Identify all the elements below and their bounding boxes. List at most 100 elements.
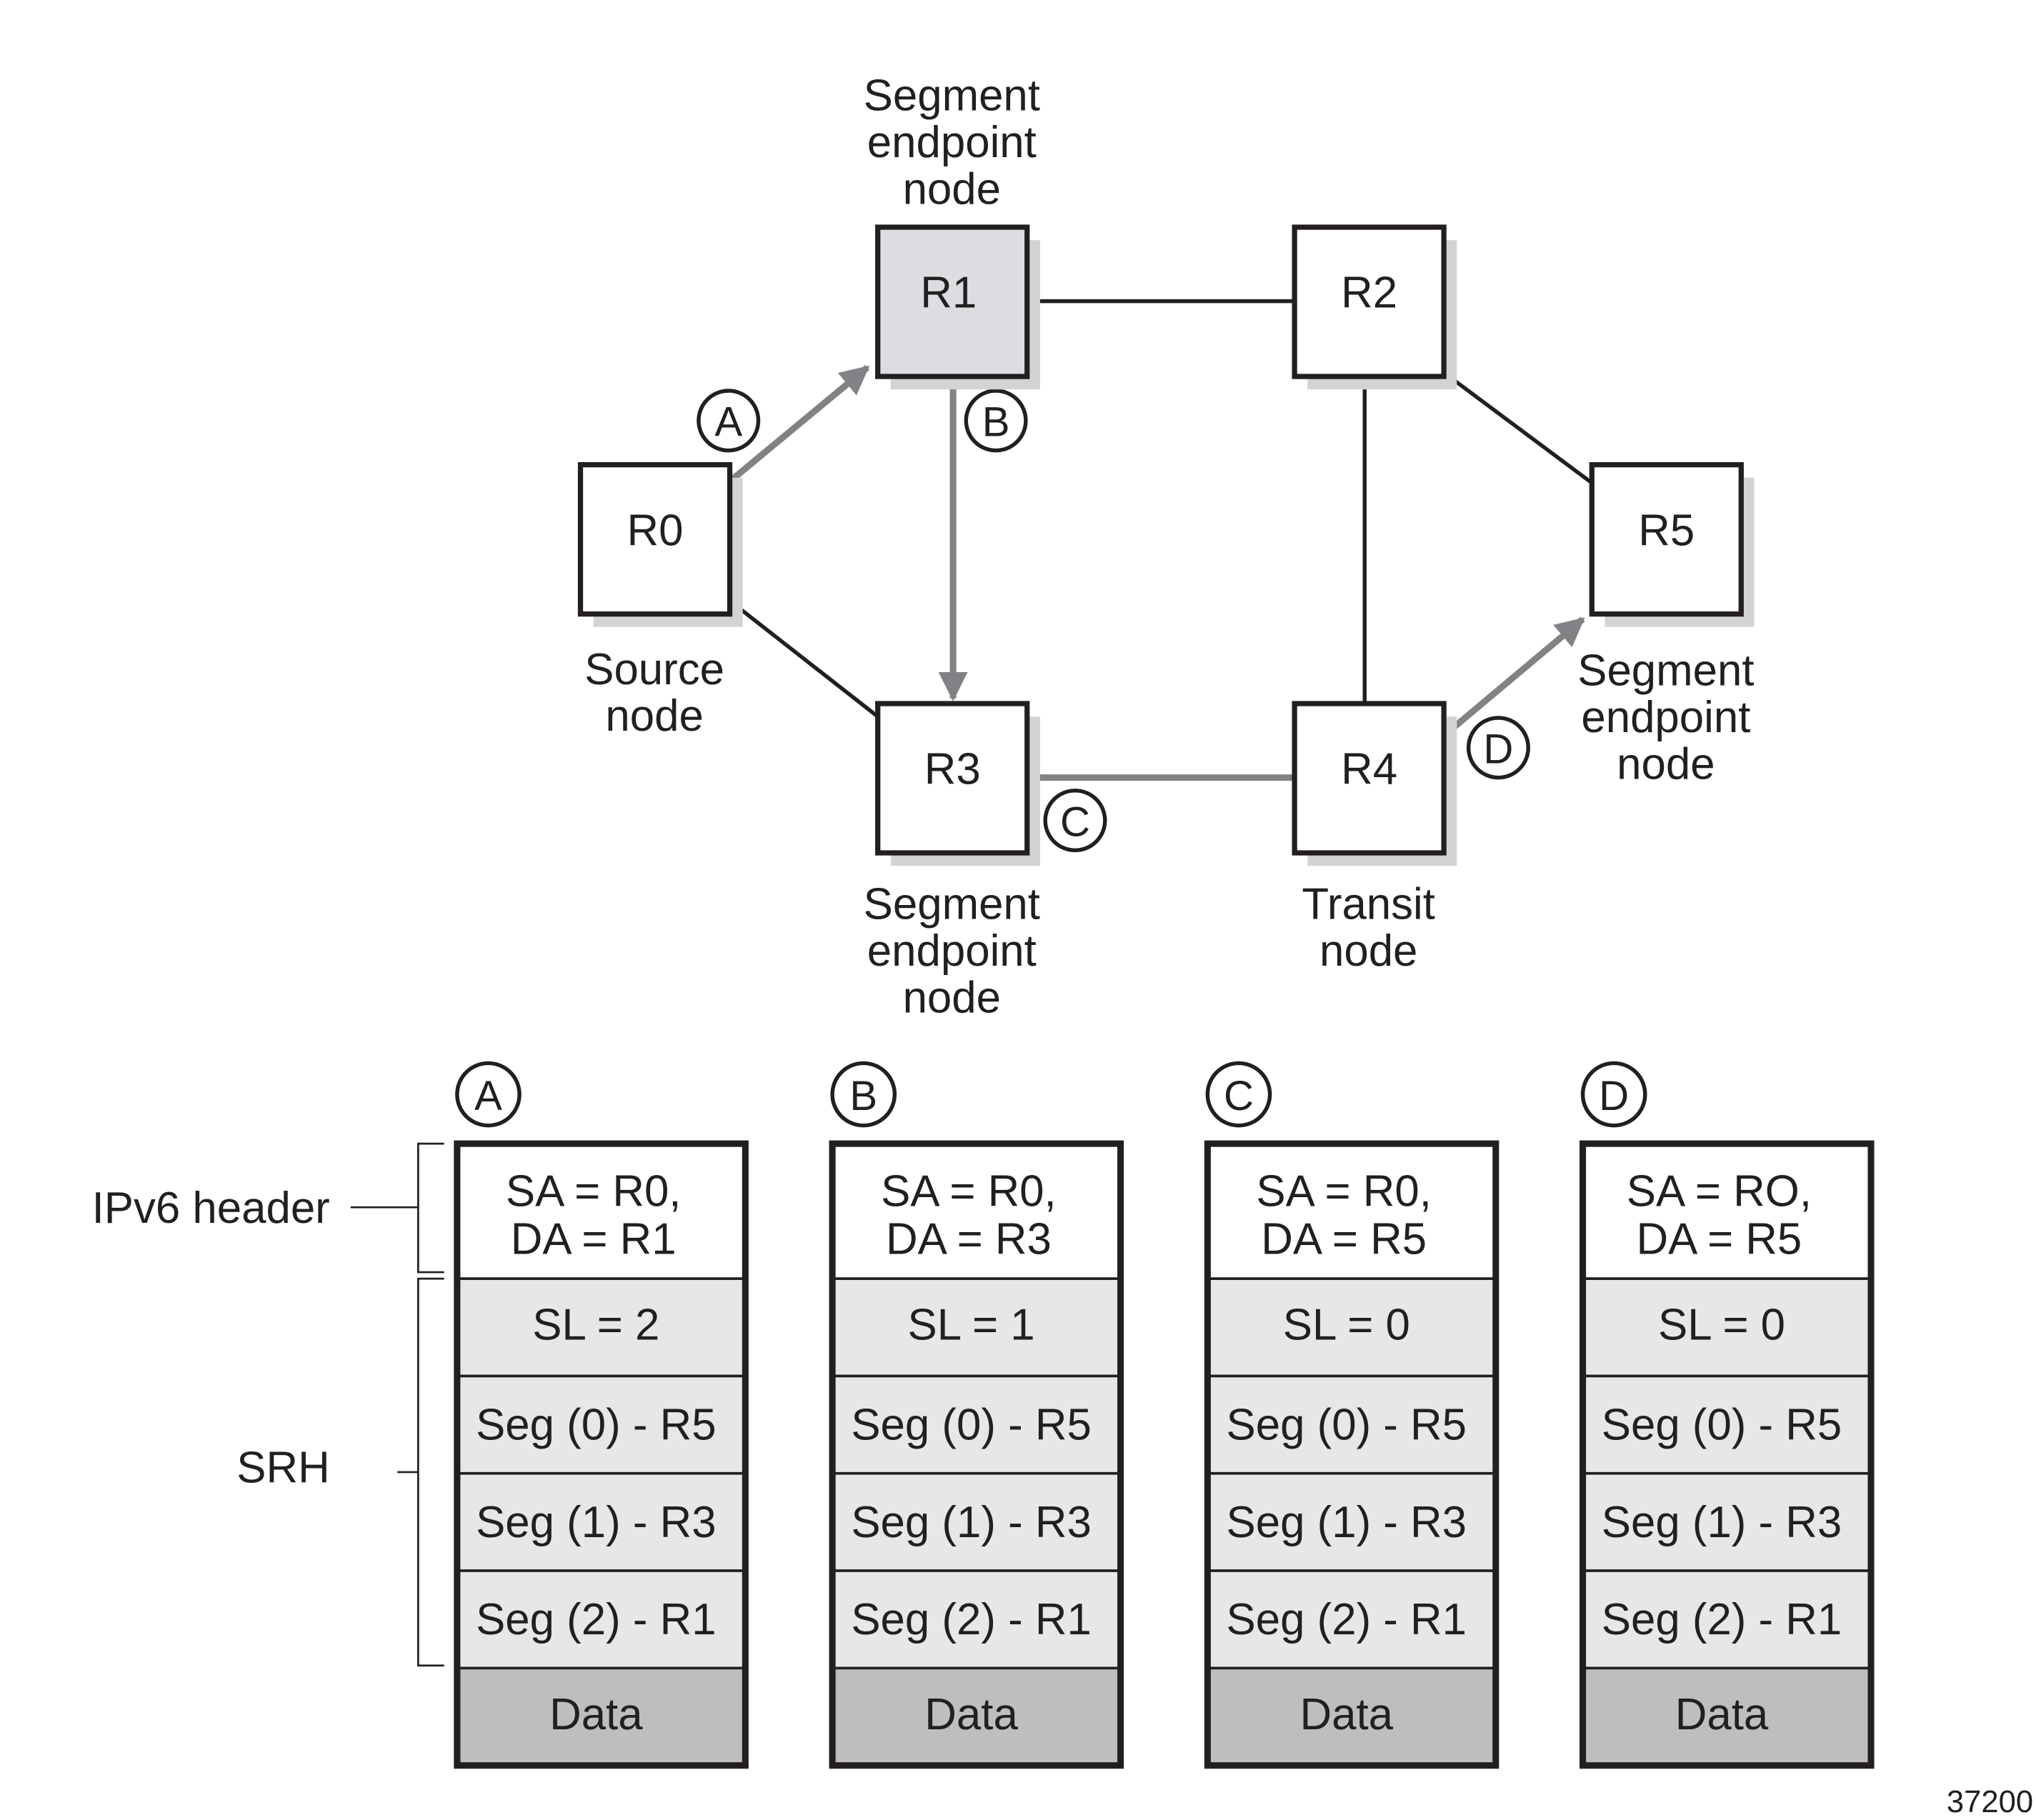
node-caption-r5: endpoint (1581, 693, 1750, 742)
sl-value: SL = 1 (908, 1301, 1035, 1350)
ipv6-header-cell (831, 1142, 1122, 1280)
sl-value: SL = 2 (532, 1301, 659, 1350)
segment-entry: Seg (0) - R5 (1227, 1401, 1467, 1450)
header-sa: SA = R0, (1256, 1166, 1432, 1216)
node-label: R3 (924, 745, 981, 794)
node-r0: R0 (577, 461, 743, 627)
node-labels: SegmentendpointnodeSourcenodeSegmentendp… (584, 71, 1754, 1022)
node-caption-r5: node (1617, 739, 1715, 789)
header-sa: SA = RO, (1627, 1166, 1812, 1216)
segment-entry: Seg (1) - R3 (851, 1498, 1091, 1547)
node-label: R1 (920, 269, 977, 318)
marker-label: A (714, 399, 742, 446)
sl-value: SL = 0 (1658, 1301, 1785, 1350)
figure-number: 37200 (1947, 1785, 2033, 1819)
segment-entry: Seg (1) - R3 (1227, 1498, 1467, 1547)
packet-c: C SA = R0,DA = R5 SL = 0 Seg (0) - R5 Seg (1… (1204, 1061, 1499, 1769)
node-label: R4 (1341, 745, 1397, 794)
node-caption-r5: Segment (1577, 646, 1754, 696)
links: A B C D (697, 299, 1593, 853)
segment-entry: Seg (2) - R1 (1227, 1595, 1467, 1644)
packet-marker-circle (455, 1061, 522, 1128)
node-caption-r1: node (903, 164, 1001, 214)
node-caption-r4: Transit (1302, 880, 1435, 929)
node-caption-r3: Segment (864, 880, 1040, 929)
node-r4: R4 (1292, 701, 1457, 866)
marker-label: B (982, 399, 1010, 446)
marker-circle-c (1043, 789, 1107, 853)
node-caption-r1: Segment (864, 71, 1040, 120)
seg0-cell (1581, 1374, 1872, 1475)
packet-marker-label: A (474, 1073, 502, 1119)
link-r0-r3 (727, 598, 879, 719)
header-sa: SA = R0, (881, 1166, 1057, 1216)
link-r2-r5 (1442, 371, 1593, 485)
packet-outline (829, 1140, 1124, 1769)
srh-label: SRH (236, 1443, 329, 1492)
ipv6-header-label: IPv6 header (92, 1184, 330, 1233)
segment-entry: Seg (2) - R1 (1602, 1595, 1842, 1644)
segment-entry: Seg (1) - R3 (476, 1498, 716, 1547)
header-da: DA = R3 (886, 1215, 1052, 1264)
packet-outline (1580, 1140, 1875, 1769)
segment-entry: Seg (0) - R5 (1602, 1401, 1842, 1450)
srh-bracket: SRH (236, 1277, 444, 1667)
node-caption-r1: endpoint (867, 118, 1037, 167)
segment-entry: Seg (0) - R5 (476, 1401, 716, 1450)
node-box (875, 701, 1030, 856)
ipv6-header-bracket: IPv6 header (92, 1142, 444, 1274)
packet-marker-circle (1205, 1061, 1272, 1128)
node-caption-r0: node (605, 691, 703, 741)
data-label: Data (549, 1690, 643, 1739)
sl-value: SL = 0 (1283, 1301, 1410, 1350)
node-box (1292, 701, 1447, 856)
node-caption-r3: endpoint (867, 926, 1037, 976)
packet-a: A SA = R0,DA = R1 SL = 2 Seg (0) - R5 Seg (1… (454, 1061, 749, 1769)
seg0-cell (831, 1374, 1122, 1475)
ipv6-header-cell (1206, 1142, 1497, 1280)
segment-entry: Seg (1) - R3 (1602, 1498, 1842, 1547)
node-label: R2 (1341, 269, 1397, 318)
marker-label: C (1060, 799, 1090, 845)
packet-marker-circle (830, 1061, 897, 1128)
node-label: R0 (627, 506, 684, 555)
header-sa: SA = R0, (506, 1166, 682, 1216)
node-box (1589, 461, 1744, 617)
node-label: R5 (1638, 506, 1695, 555)
segment-entry: Seg (2) - R1 (851, 1595, 1091, 1644)
data-label: Data (1675, 1690, 1769, 1739)
seg2-cell (831, 1569, 1122, 1670)
packet-marker-circle (1580, 1061, 1647, 1128)
header-da: DA = R5 (1636, 1215, 1802, 1264)
seg1-cell (456, 1471, 747, 1572)
node-caption-r4: node (1319, 926, 1417, 976)
node-r1: R1 (875, 224, 1040, 390)
packet-marker-label: B (849, 1073, 877, 1119)
node-r3: R3 (875, 701, 1040, 866)
packet-outline (454, 1140, 749, 1769)
path-hop-d (1444, 616, 1585, 736)
packet-outline (1204, 1140, 1499, 1769)
packet-marker-label: C (1224, 1073, 1254, 1119)
marker-circle-a (697, 389, 761, 453)
seg1-cell (1581, 1471, 1872, 1572)
node-r2: R2 (1292, 224, 1457, 390)
marker-label: D (1483, 726, 1513, 773)
header-da: DA = R1 (511, 1215, 677, 1264)
node-caption-r0: Source (584, 645, 724, 694)
node-caption-r3: node (903, 974, 1001, 1023)
seg2-cell (456, 1569, 747, 1670)
node-box (875, 224, 1030, 379)
header-da: DA = R5 (1261, 1215, 1427, 1264)
sl-cell (1581, 1277, 1872, 1378)
marker-circle-b (964, 389, 1028, 453)
data-label: Data (1300, 1690, 1394, 1739)
node-box (577, 461, 733, 617)
node-box (1292, 224, 1447, 379)
data-label: Data (924, 1690, 1018, 1739)
